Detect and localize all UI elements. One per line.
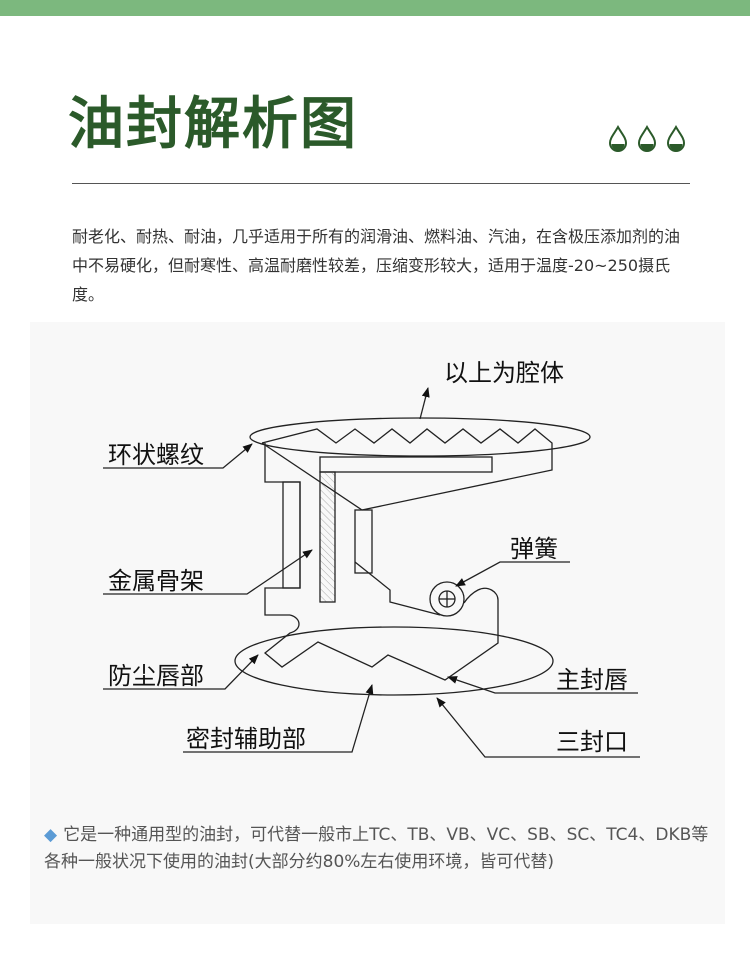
thread-profile bbox=[261, 428, 553, 511]
top-accent-bar bbox=[0, 0, 750, 16]
oil-drop-icon bbox=[608, 124, 628, 152]
lip-profile bbox=[354, 561, 441, 616]
seal-body-curve bbox=[263, 587, 499, 681]
title-divider bbox=[72, 183, 690, 184]
diamond-icon: ◆ bbox=[44, 825, 58, 845]
oil-drop-icons bbox=[608, 124, 692, 158]
inner-rect bbox=[282, 481, 301, 589]
label-cavity: 以上为腔体 bbox=[444, 359, 564, 387]
cavity-ellipse bbox=[249, 417, 591, 457]
label-skeleton: 金属骨架 bbox=[108, 567, 204, 595]
intro-paragraph: 耐老化、耐热、耐油，几乎适用于所有的润滑油、燃料油、汽油，在含极压添加剂的油中不… bbox=[72, 227, 681, 304]
label-aux-seal: 密封辅助部 bbox=[186, 725, 306, 753]
oil-drop-icon bbox=[637, 124, 657, 152]
spring-icon bbox=[429, 581, 465, 617]
metal-skeleton-vertical bbox=[319, 471, 336, 603]
label-third-seal: 三封口 bbox=[556, 728, 628, 756]
label-spring: 弹簧 bbox=[510, 535, 558, 563]
footer-text: 它是一种通用型的油封，可代替一般市上TC、TB、VB、VC、SB、SC、TC4、… bbox=[44, 825, 709, 872]
label-thread: 环状螺纹 bbox=[108, 441, 204, 469]
page-title: 油封解析图 bbox=[68, 92, 358, 157]
label-dust-lip: 防尘唇部 bbox=[108, 662, 204, 690]
lip-block bbox=[354, 509, 373, 574]
oil-drop-icon bbox=[666, 124, 686, 152]
metal-skeleton-top bbox=[319, 456, 493, 473]
footer-note: ◆它是一种通用型的油封，可代替一般市上TC、TB、VB、VC、SB、SC、TC4… bbox=[44, 822, 714, 876]
section-line bbox=[261, 442, 363, 511]
diagram-panel bbox=[30, 322, 725, 924]
lip-ellipse bbox=[234, 626, 554, 696]
label-main-lip: 主封唇 bbox=[556, 666, 628, 694]
